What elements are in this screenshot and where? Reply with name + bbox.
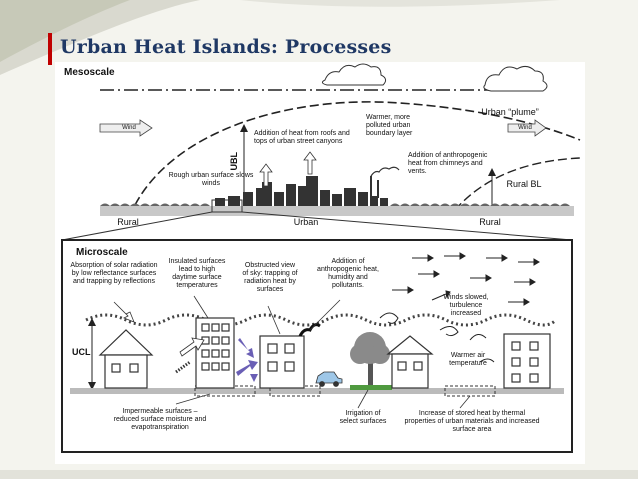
wind-label-left: Wind: [122, 125, 136, 131]
car-icon: [315, 371, 343, 387]
obstructed-sky-note: Obstructed view of sky: trapping of radi…: [242, 262, 298, 293]
house-icon: [386, 335, 434, 389]
wind-arrow-icon: [507, 119, 547, 137]
building-icon: [195, 317, 235, 389]
wind-arrow-icon: [392, 252, 540, 306]
microscale-heading: Microscale: [76, 247, 128, 258]
rural-label-left: Rural: [117, 217, 139, 227]
ucl-label: UCL: [72, 347, 91, 357]
stored-heat-note: Increase of stored heat by thermal prope…: [404, 410, 540, 433]
rural-label-right: Rural: [479, 217, 501, 227]
radiation-arrow-icon: [236, 338, 258, 386]
cloud-icon: [483, 65, 548, 92]
ground-strip: [100, 206, 574, 216]
irrigation-note: Irrigation of select surfaces: [339, 410, 387, 425]
impermeable-note: Impermeable surfaces – reduced surface m…: [113, 408, 207, 431]
building-icon: [259, 335, 305, 389]
rural-bl-line: [454, 157, 581, 211]
wind-arrow-icon: [99, 119, 153, 137]
insulated-note: Insulated surfaces lead to high daytime …: [168, 258, 226, 289]
polluted-bl-note: Warmer, more polluted urban boundary lay…: [366, 114, 413, 137]
rough-surface-note: Rough urban surface slows winds: [168, 172, 254, 187]
building-icon: [503, 333, 551, 389]
chimneys-heat-note: Addition of anthropogenic heat from chim…: [408, 152, 488, 175]
rural-bl-label: Rural BL: [506, 179, 542, 189]
city-skyline: [215, 176, 388, 206]
ubl-dome: [134, 101, 581, 206]
cloud-icon: [321, 63, 387, 86]
wind-label-right: Wind: [518, 125, 532, 131]
urban-plume-label: Urban “plume”: [481, 107, 539, 117]
title-accent-bar: [48, 33, 52, 65]
roofs-heat-note: Addition of heat from roofs and tops of …: [254, 130, 350, 145]
slide-title: Urban Heat Islands: Processes: [60, 36, 392, 58]
mesoscale-heading: Mesoscale: [64, 67, 115, 78]
house-icon: [98, 329, 154, 389]
tree-icon: [350, 332, 390, 388]
micro-ground: [70, 388, 564, 394]
ubl-label: UBL: [229, 152, 239, 171]
warmer-air-note: Warmer air temperature: [449, 352, 487, 367]
anthropogenic-note: Addition of anthropogenic heat, humidity…: [317, 258, 379, 289]
winds-slowed-note: Winds slowed, turbulence increased: [443, 294, 489, 317]
absorption-note: Absorption of solar radiation by low ref…: [70, 262, 158, 285]
urban-label: Urban: [293, 217, 319, 227]
